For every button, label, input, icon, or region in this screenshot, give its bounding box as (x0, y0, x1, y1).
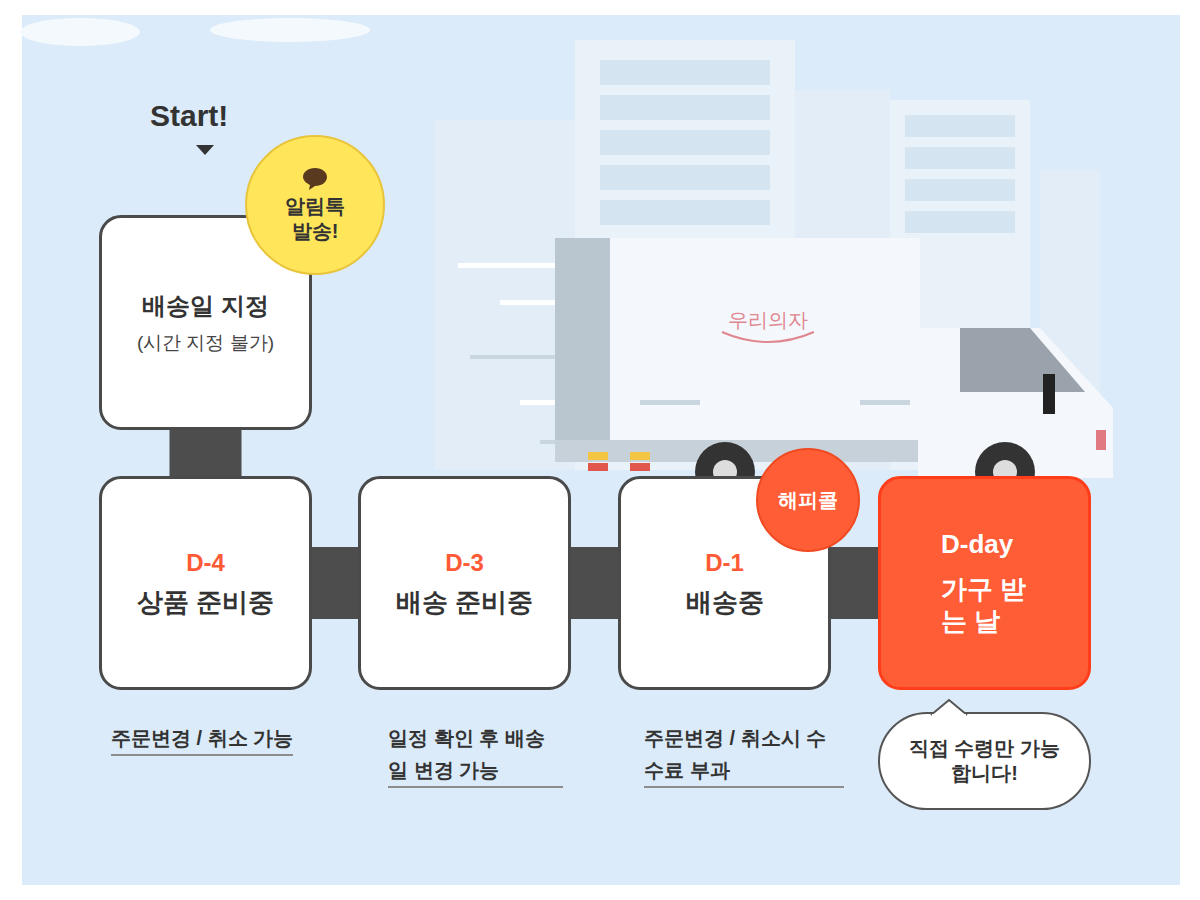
step-note: 일정 확인 후 배송일 변경 가능 (388, 722, 563, 788)
connector-bar (831, 547, 878, 619)
node-title: D-1 (705, 548, 744, 578)
bubble-tail (929, 698, 969, 718)
node-body: 배송 준비중 (396, 586, 533, 619)
node-title: 직접 수령만 가능합니다! (902, 736, 1067, 786)
node-title: D-3 (445, 548, 484, 578)
chat-icon (301, 166, 329, 192)
step-note: 주문변경 / 취소시 수수료 부과 (644, 722, 844, 788)
connector-bar (312, 547, 358, 619)
node-title: 알림톡 발송! (273, 194, 357, 244)
node-body: 가구 받는 날 (941, 573, 1041, 638)
d-day-box: D-day 가구 받는 날 (878, 476, 1091, 690)
happy-call-circle: 해피콜 (756, 448, 860, 552)
start-label: Start! (150, 92, 228, 140)
connector-bar (170, 430, 242, 476)
notice-circle: 알림톡 발송! (245, 135, 385, 275)
node-body: 배송중 (686, 586, 764, 619)
node-title: 해피콜 (778, 488, 838, 513)
truck-logo: 우리의자 (718, 304, 818, 336)
node-body: (시간 지정 불가) (137, 331, 274, 355)
step-box: D-4 상품 준비중 (99, 476, 312, 690)
step-box: D-3 배송 준비중 (358, 476, 571, 690)
node-body: 상품 준비중 (137, 586, 274, 619)
node-title: D-4 (186, 548, 225, 578)
speech-bubble: 직접 수령만 가능합니다! (878, 712, 1091, 810)
clouds (20, 18, 370, 46)
node-title: D-day (941, 528, 1013, 561)
sky-panel (22, 15, 1180, 885)
start-pointer (196, 145, 214, 155)
step-note: 주문변경 / 취소 가능 (111, 722, 293, 756)
node-title: 배송일 지정 (142, 291, 269, 321)
connector-bar (571, 547, 618, 619)
